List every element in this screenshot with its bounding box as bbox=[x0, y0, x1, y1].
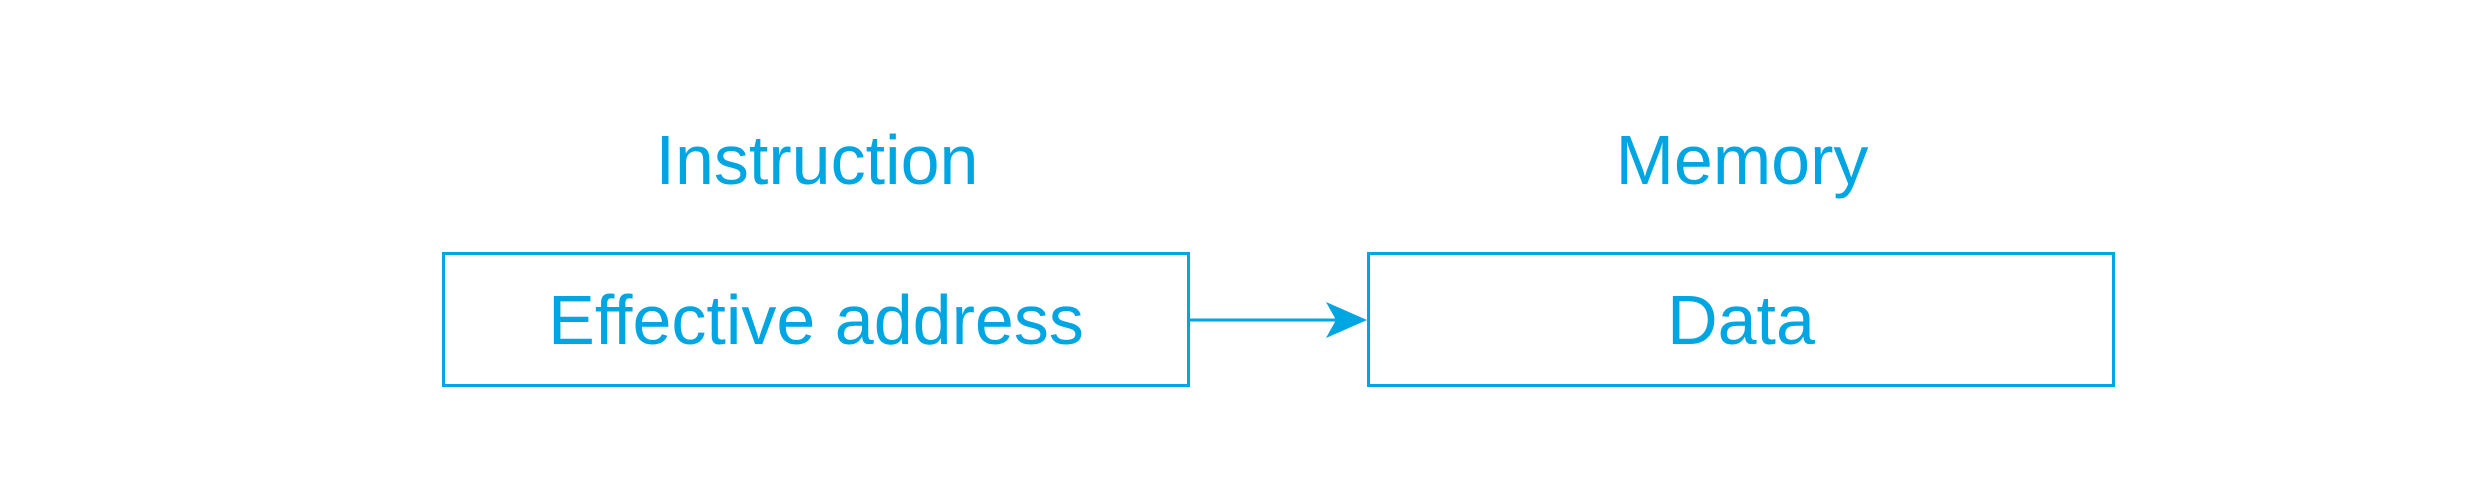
arrow-head-icon bbox=[1326, 302, 1367, 338]
pointer-arrow bbox=[1190, 302, 1367, 338]
data-label: Data bbox=[1667, 280, 1815, 359]
memory-heading: Memory bbox=[1615, 121, 1869, 199]
instruction-box: Effective address bbox=[442, 252, 1190, 387]
memory-box: Data bbox=[1367, 252, 2115, 387]
instruction-heading: Instruction bbox=[655, 121, 979, 199]
effective-address-label: Effective address bbox=[548, 280, 1084, 359]
